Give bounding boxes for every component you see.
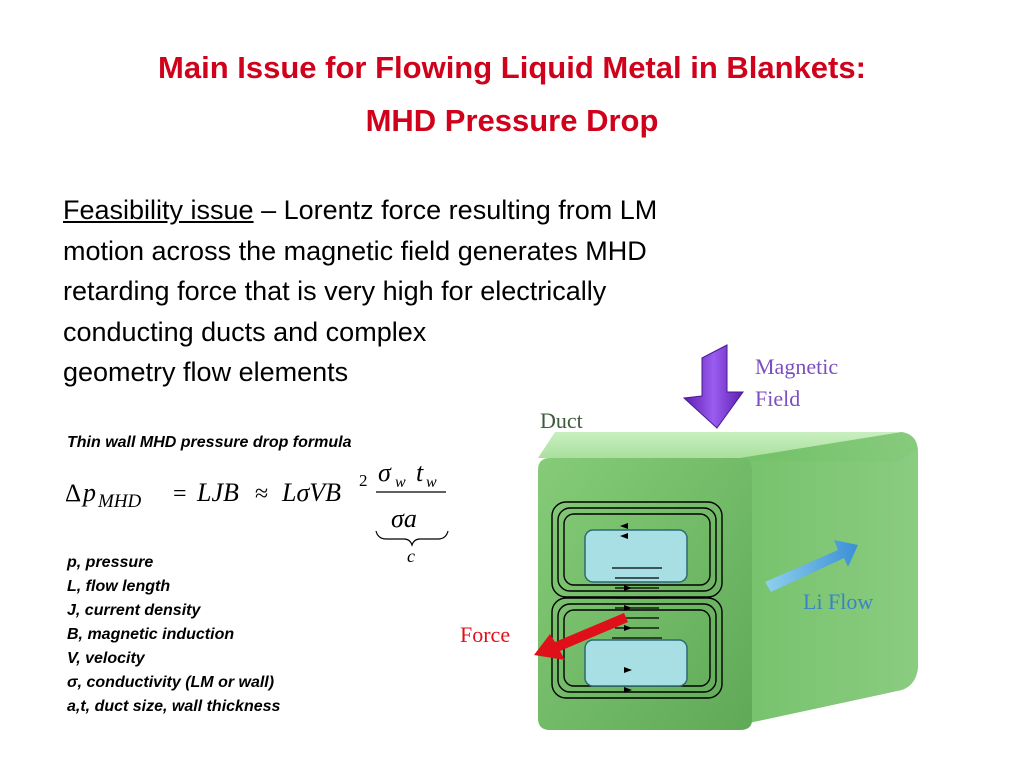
- body-line-4: conducting ducts and complex: [63, 316, 427, 347]
- magnetic-field-arrow: [682, 344, 744, 429]
- formula-p: p: [81, 478, 96, 507]
- li-flow-arrow: [765, 540, 858, 592]
- legend-item: B, magnetic induction: [67, 626, 235, 643]
- formula-delta: Δ: [65, 480, 81, 507]
- arrowheads: [620, 523, 632, 693]
- duct-side-face: [740, 432, 918, 725]
- legend-item: p, pressure: [67, 554, 154, 571]
- formula-ljb: LJB: [196, 478, 239, 507]
- body-paragraph: Feasibility issue – Lorentz force result…: [63, 190, 843, 393]
- legend-item: J, current density: [67, 602, 201, 619]
- legend-item: a,t, duct size, wall thickness: [67, 698, 281, 715]
- magnetic-field-label-2: Field: [755, 386, 800, 411]
- lm-core-upper: [584, 529, 688, 583]
- formula-lsvb: LσVB: [281, 478, 341, 507]
- formula-sub-w1: w: [395, 474, 406, 491]
- li-flow-label: Li Flow: [803, 589, 873, 614]
- formula-sub-w2: w: [426, 474, 437, 491]
- body-line-2: motion across the magnetic field generat…: [63, 235, 647, 266]
- formula-approx: ≈: [255, 481, 268, 507]
- slide-title-line-1: Main Issue for Flowing Liquid Metal in B…: [158, 50, 866, 85]
- duct-diagram: Magnetic Field Duct Li Flow Force: [460, 344, 918, 730]
- variable-legend: p, pressure L, flow length J, current de…: [67, 551, 280, 719]
- lm-core-lower: [584, 639, 688, 687]
- formula-underbrace: [375, 530, 449, 547]
- force-label: Force: [460, 622, 510, 647]
- current-arrows: [612, 567, 662, 639]
- force-arrow: [534, 613, 628, 660]
- formula-title: Thin wall MHD pressure drop formula: [67, 434, 352, 451]
- formula-equals: =: [173, 481, 187, 507]
- formula-c: c: [407, 546, 415, 566]
- feasibility-issue-label: Feasibility issue: [63, 195, 254, 225]
- body-line-3: retarding force that is very high for el…: [63, 276, 607, 306]
- formula-sup-2: 2: [359, 471, 368, 490]
- formula-sigma-a: σa: [391, 504, 417, 533]
- formula-sub-mhd: MHD: [97, 491, 142, 512]
- slide-title-line-2: MHD Pressure Drop: [365, 103, 659, 138]
- formula-sigma-w: σ: [378, 458, 392, 487]
- mhd-formula: Δ p MHD = LJB ≈ LσVB 2 σ w t w σa c: [65, 458, 449, 566]
- formula-t: t: [416, 458, 424, 487]
- magnetic-field-label-1: Magnetic: [755, 354, 838, 379]
- body-line-5: geometry flow elements: [63, 357, 349, 387]
- legend-item: V, velocity: [67, 650, 145, 667]
- body-line-1: – Lorentz force resulting from LM: [253, 195, 658, 225]
- legend-item: L, flow length: [67, 578, 171, 595]
- duct-label: Duct: [540, 408, 583, 433]
- legend-item: σ, conductivity (LM or wall): [67, 674, 275, 691]
- duct-front-face: [538, 458, 752, 730]
